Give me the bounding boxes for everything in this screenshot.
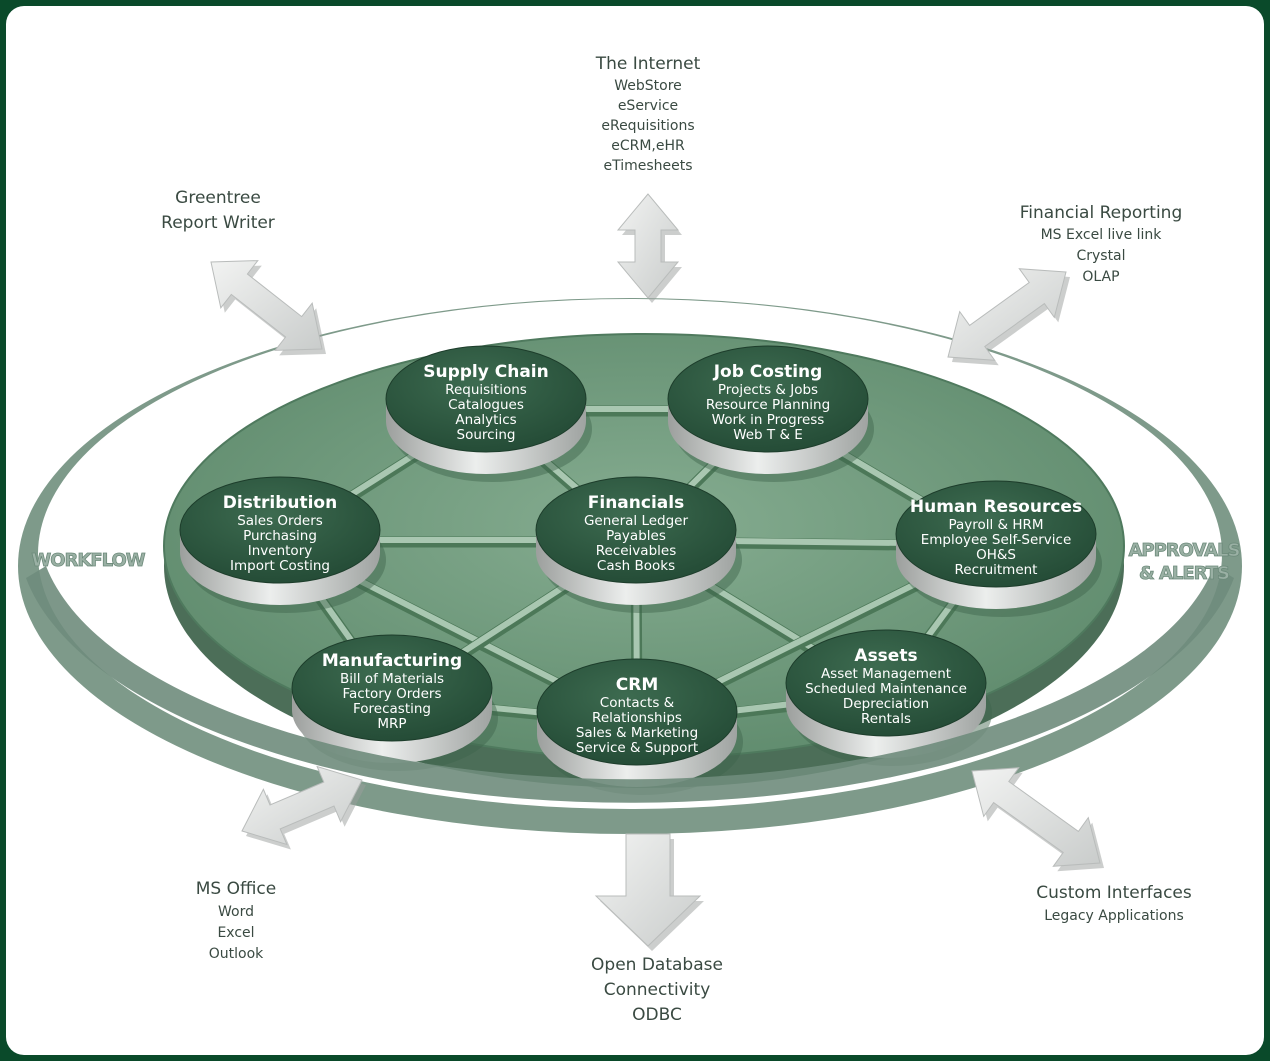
workflow-label: WORKFLOW <box>31 550 145 571</box>
module-item: Service & Support <box>576 740 698 756</box>
approvals-label: APPROVALS <box>1128 540 1239 561</box>
module-title: CRM <box>616 675 658 695</box>
module-item: Payables <box>606 528 666 544</box>
module-item: Resource Planning <box>706 397 830 413</box>
module-item: Relationships <box>592 710 682 726</box>
custom-interfaces-item: Legacy Applications <box>1044 908 1184 924</box>
module-title: Human Resources <box>910 497 1082 517</box>
integration-arrows <box>210 193 1104 951</box>
module-title: Supply Chain <box>423 362 549 382</box>
arrow-custom-interfaces <box>971 767 1101 867</box>
financial-reporting-item: Crystal <box>1076 248 1125 264</box>
greentree-architecture-diagram: Supply ChainRequisitionsCataloguesAnalyt… <box>18 54 1242 1025</box>
modules: Supply ChainRequisitionsCataloguesAnalyt… <box>179 345 1102 795</box>
report-writer-line: Greentree <box>175 188 261 208</box>
module-item: Contacts & <box>600 695 675 711</box>
internet-item: eService <box>618 98 678 114</box>
module-item: Bill of Materials <box>340 671 444 687</box>
module-item: Analytics <box>455 412 516 428</box>
module-item: Factory Orders <box>342 686 441 702</box>
module-item: Catalogues <box>448 397 524 413</box>
financial-reporting-item: MS Excel live link <box>1041 227 1163 243</box>
ms-office-item: Excel <box>217 925 254 941</box>
module-top <box>291 634 493 742</box>
module-item: Work in Progress <box>712 412 825 428</box>
module-item: OH&S <box>976 547 1016 563</box>
module-item: Projects & Jobs <box>718 382 818 398</box>
module-supply-chain: Supply ChainRequisitionsCataloguesAnalyt… <box>385 345 592 482</box>
module-item: Sourcing <box>457 427 516 443</box>
financial-reporting-title: Financial Reporting <box>1020 203 1183 223</box>
report-writer-line: Report Writer <box>161 213 275 233</box>
label-report-writer: Greentree Report Writer <box>161 188 275 233</box>
label-odbc: Open Database Connectivity ODBC <box>591 955 723 1025</box>
module-item: Sales & Marketing <box>576 725 698 741</box>
ring-front <box>26 566 1234 803</box>
odbc-line: Connectivity <box>604 980 711 1000</box>
alerts-label: & ALERTS <box>1139 563 1229 584</box>
module-item: MRP <box>377 716 406 732</box>
label-custom-interfaces: Custom Interfaces Legacy Applications <box>1036 883 1192 924</box>
arrow-odbc <box>594 833 702 947</box>
arrow-financial-reporting <box>947 268 1067 361</box>
module-top <box>385 345 587 453</box>
internet-item: eRequisitions <box>601 118 694 134</box>
module-item: Employee Self-Service <box>921 532 1072 548</box>
module-item: Payroll & HRM <box>948 517 1043 533</box>
module-top <box>535 476 737 584</box>
module-item: Purchasing <box>243 528 317 544</box>
ms-office-item: Outlook <box>209 946 264 962</box>
internet-item: WebStore <box>614 78 682 94</box>
arrow-internet <box>616 193 680 299</box>
module-item: Rentals <box>861 711 911 727</box>
module-item: Import Costing <box>230 558 330 574</box>
module-item: Requisitions <box>445 382 527 398</box>
module-item: Cash Books <box>597 558 675 574</box>
module-item: Asset Management <box>821 666 951 682</box>
internet-item: eCRM,eHR <box>611 138 685 154</box>
odbc-line: ODBC <box>632 1005 682 1025</box>
module-item: Recruitment <box>955 562 1038 578</box>
module-top <box>667 345 869 453</box>
odbc-line: Open Database <box>591 955 723 975</box>
module-title: Job Costing <box>713 362 823 382</box>
custom-interfaces-title: Custom Interfaces <box>1036 883 1192 903</box>
module-item: Scheduled Maintenance <box>805 681 967 697</box>
internet-title: The Internet <box>595 54 701 74</box>
module-title: Financials <box>588 493 684 513</box>
arrow-ms-office <box>241 765 363 846</box>
module-item: Inventory <box>248 543 312 559</box>
module-title: Manufacturing <box>322 651 462 671</box>
label-financial-reporting: Financial Reporting MS Excel live link C… <box>1020 203 1183 285</box>
module-item: Depreciation <box>843 696 929 712</box>
arrow-report-writer <box>210 260 323 351</box>
module-item: Sales Orders <box>237 513 323 529</box>
module-top <box>785 629 987 737</box>
module-item: Web T & E <box>733 427 803 443</box>
module-top <box>179 476 381 584</box>
module-item: General Ledger <box>584 513 689 529</box>
label-internet: The Internet WebStore eService eRequisit… <box>595 54 701 174</box>
module-top <box>895 480 1097 588</box>
module-title: Assets <box>854 646 917 666</box>
module-item: Forecasting <box>353 701 431 717</box>
financial-reporting-item: OLAP <box>1082 269 1119 285</box>
module-top <box>536 658 738 766</box>
label-ms-office: MS Office Word Excel Outlook <box>196 879 276 962</box>
internet-item: eTimesheets <box>603 158 692 174</box>
ms-office-item: Word <box>218 904 254 920</box>
ms-office-title: MS Office <box>196 879 276 899</box>
module-title: Distribution <box>223 493 337 513</box>
module-item: Receivables <box>596 543 676 559</box>
